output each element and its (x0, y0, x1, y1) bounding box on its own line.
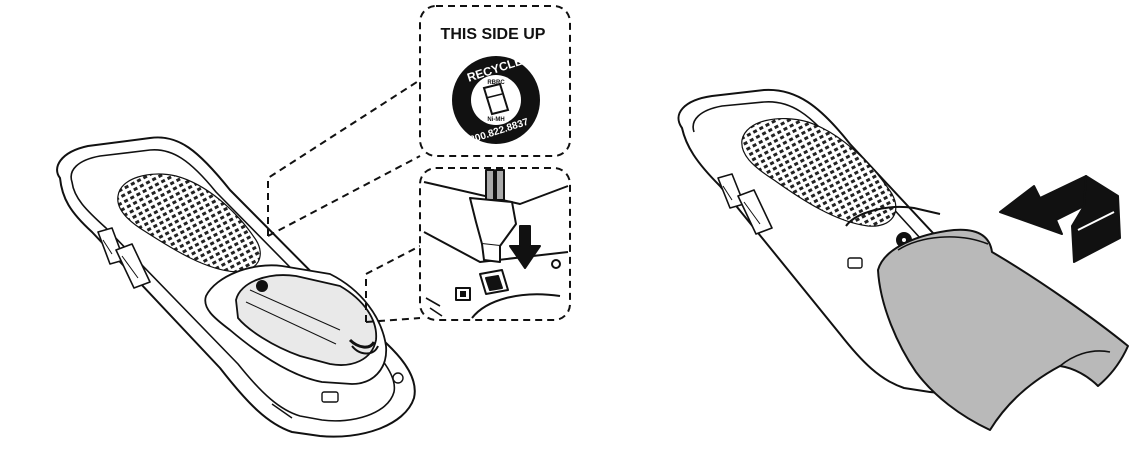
recycle-seal: RECYCLE RBRC Ni-MH 1.800.822.8837 (452, 54, 540, 149)
battery-wire (485, 169, 495, 201)
insert-arrow-icon (509, 225, 541, 269)
battery-cover (877, 228, 1129, 431)
slide-direction-arrow-icon (999, 175, 1121, 263)
recycle-seal-chem-text: Ni-MH (487, 117, 504, 123)
callout-this-side-up: THIS SIDE UP RECYCLE RBRC Ni-MH 1.800.82… (419, 5, 571, 157)
callout-connector-detail (419, 167, 571, 321)
this-side-up-label: THIS SIDE UP (441, 26, 546, 43)
battery-wire-2 (495, 169, 505, 201)
recycle-battery-glyph (482, 82, 510, 116)
callout-leader-lines (267, 79, 421, 323)
recycle-seal-org-text: RBRC (487, 80, 505, 86)
handset-open-battery-bay (56, 136, 416, 438)
handset-cover-closing (677, 88, 1129, 431)
